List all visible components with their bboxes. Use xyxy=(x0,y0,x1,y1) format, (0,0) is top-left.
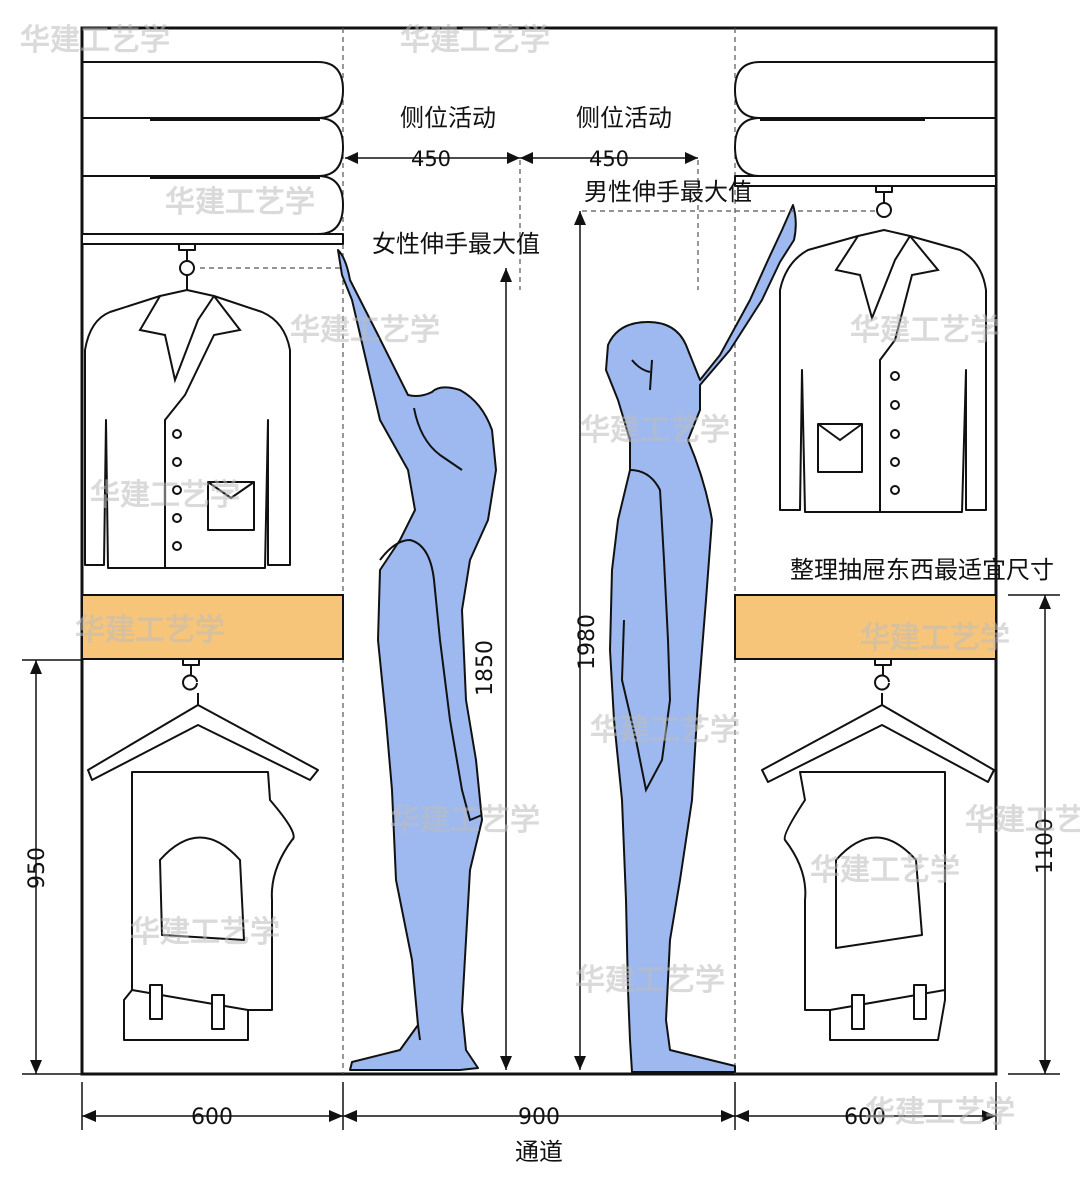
wardrobe-frame xyxy=(80,26,998,1076)
left-trousers xyxy=(87,658,319,1041)
watermark: 华建工艺学 xyxy=(90,478,240,513)
side-activity-left-label: 侧位活动 xyxy=(400,104,496,132)
side-activity-dimension xyxy=(345,152,698,164)
left-rod-dimension xyxy=(22,659,82,1075)
female-figure-detail xyxy=(379,407,483,1041)
watermark: 华建工艺学 xyxy=(130,915,280,950)
right-drawer xyxy=(734,594,997,660)
aisle-width-value: 900 xyxy=(518,1105,560,1130)
male-figure xyxy=(605,204,797,1073)
right-shelf xyxy=(734,175,997,187)
female-reach-label: 女性伸手最大值 xyxy=(372,230,540,258)
side-right-value: 450 xyxy=(589,147,629,171)
watermark: 华建工艺学 xyxy=(850,313,1000,348)
side-activity-right-label: 侧位活动 xyxy=(576,104,672,132)
female-height-value: 1850 xyxy=(473,640,498,696)
male-figure-detail xyxy=(620,359,672,793)
left-drawer xyxy=(81,594,344,660)
male-height-value: 1980 xyxy=(575,614,600,670)
watermark: 华建工艺学 xyxy=(290,313,440,348)
watermark: 华建工艺学 xyxy=(860,621,1010,656)
right-drawer-value: 1100 xyxy=(1033,818,1058,874)
bottom-width-dimension xyxy=(81,1082,997,1130)
watermark-group: 华建工艺学 华建工艺学 华建工艺学 华建工艺学 华建工艺学 华建工艺学 华建工艺… xyxy=(20,23,1080,1130)
female-height-dimension xyxy=(500,268,512,1070)
watermark: 华建工艺学 xyxy=(390,803,540,838)
left-rod-value: 950 xyxy=(25,847,50,889)
watermark: 华建工艺学 xyxy=(400,23,550,58)
male-reach-label: 男性伸手最大值 xyxy=(584,178,752,206)
watermark: 华建工艺学 xyxy=(20,23,170,58)
right-folded-stack xyxy=(733,61,996,177)
left-shelf xyxy=(81,233,344,245)
drawer-note-label: 整理抽屉东西最适宜尺寸 xyxy=(790,556,1054,584)
left-jacket xyxy=(84,243,291,569)
watermark: 华建工艺学 xyxy=(590,713,740,748)
right-trousers xyxy=(761,658,995,1041)
right-drawer-dimension xyxy=(1008,594,1060,1075)
left-width-value: 600 xyxy=(191,1105,233,1130)
right-width-value: 600 xyxy=(844,1105,886,1130)
aisle-label: 通道 xyxy=(515,1138,563,1166)
watermark: 华建工艺学 xyxy=(165,185,315,220)
left-folded-stack xyxy=(82,61,345,235)
watermark: 华建工艺学 xyxy=(865,1095,1015,1130)
watermark: 华建工艺学 xyxy=(575,963,725,998)
male-height-dimension xyxy=(574,211,586,1070)
watermark: 华建工艺学 xyxy=(965,803,1080,838)
female-figure xyxy=(337,249,497,1071)
side-left-value: 450 xyxy=(411,147,451,171)
watermark: 华建工艺学 xyxy=(810,853,960,888)
watermark: 华建工艺学 xyxy=(75,613,225,648)
right-jacket xyxy=(779,185,987,513)
watermark: 华建工艺学 xyxy=(580,413,730,448)
